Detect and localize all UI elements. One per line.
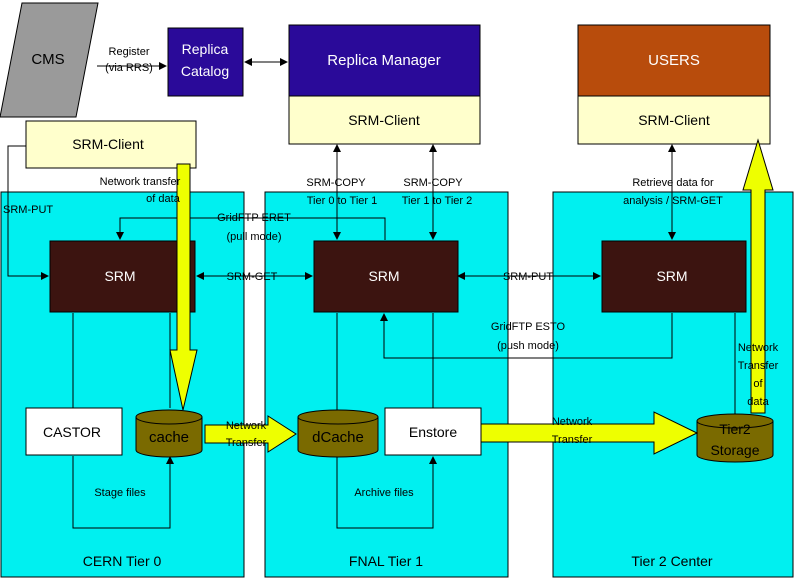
flow-arrow-up-to-users [742,138,774,414]
cern-site-title: CERN Tier 0 [83,553,162,569]
cms-srm-client-label: SRM-Client [72,136,144,152]
srm-get-label: SRM-GET [227,271,278,283]
network-transfer-right-label-4: data [747,396,769,408]
gridftp-esto-label-2: (push mode) [497,340,559,352]
tier2-storage-label-2: Storage [710,442,759,458]
dcache-disk: dCache [297,409,379,458]
srm-copy-01-label-1: SRM-COPY [306,177,366,189]
srm-copy-12-label-1: SRM-COPY [403,177,463,189]
fnal-srm-label: SRM [368,268,399,284]
srm-put-right-label: SRM-PUT [503,271,553,283]
flow-arrow-to-tier2 [480,411,699,455]
gridftp-esto-label-1: GridFTP ESTO [491,321,566,333]
dcache-label: dCache [312,429,364,446]
srm-put-left-label: SRM-PUT [3,204,53,216]
network-transfer-label-1: Network transfer [100,176,181,188]
stage-files-label: Stage files [94,487,146,499]
srm-copy-12-label-2: Tier 1 to Tier 2 [402,195,473,207]
network-transfer-1-label-1: Network [226,420,267,432]
flow-arrow-to-dcache [204,415,297,453]
register-label-2: (via RRS) [105,62,153,74]
fnal-srm-node: SRM [313,240,459,313]
retrieve-label-2: analysis / SRM-GET [623,195,723,207]
network-transfer-right-label-2: Transfer [738,360,779,372]
tier2-site-title: Tier 2 Center [631,553,713,569]
replica-catalog-label-2: Catalog [181,63,229,79]
replica-catalog-node: Replica Catalog [167,27,244,97]
cms-node: CMS [0,2,99,118]
users-label: USERS [648,52,700,69]
tier2-srm-label: SRM [656,268,687,284]
castor-label: CASTOR [43,424,101,440]
enstore-label: Enstore [409,424,457,440]
cms-label: CMS [31,51,64,68]
tier2-storage-disk: Tier2 Storage [696,413,774,463]
enstore-node: Enstore [384,407,482,456]
cern-srm-node: SRM [49,240,196,313]
network-transfer-2-label-2: Transfer [552,434,593,446]
users-node: USERS SRM-Client [577,24,771,145]
archive-files-label: Archive files [354,487,414,499]
network-transfer-label-2: of data [146,193,181,205]
connector-lines [7,58,736,529]
gridftp-eret-label-2: (pull mode) [226,231,281,243]
users-client-label: SRM-Client [638,112,710,128]
cache-disk: cache [135,409,203,458]
network-transfer-right-label-3: of [753,378,763,390]
replica-manager-label: Replica Manager [327,52,440,69]
retrieve-label-1: Retrieve data for [632,177,714,189]
tier2-srm-node: SRM [601,240,747,313]
replica-catalog-label-1: Replica [182,41,229,57]
gridftp-eret-label-1: GridFTP ERET [217,212,291,224]
castor-node: CASTOR [25,407,123,456]
cms-srm-client-node: SRM-Client [25,120,197,169]
cern-srm-label: SRM [104,268,135,284]
replica-manager-client-label: SRM-Client [348,112,420,128]
cache-label: cache [149,429,189,446]
replica-manager-node: Replica Manager SRM-Client [288,24,481,145]
register-label-1: Register [109,46,150,58]
flow-arrows [169,138,774,455]
network-transfer-2-label-1: Network [552,416,593,428]
flow-arrow-down-to-cache [169,163,198,411]
fnal-site-title: FNAL Tier 1 [349,553,423,569]
network-transfer-right-label-1: Network [738,342,779,354]
tier2-storage-label-1: Tier2 [719,421,751,437]
network-transfer-1-label-2: Transfer [226,437,267,449]
srm-copy-01-label-2: Tier 0 to Tier 1 [307,195,378,207]
